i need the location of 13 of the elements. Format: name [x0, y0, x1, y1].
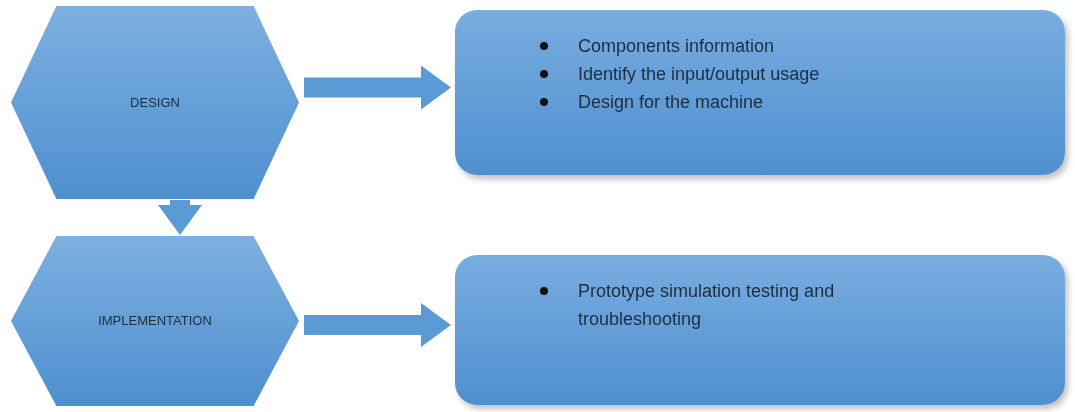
bullet-text: Design for the machine: [578, 91, 764, 114]
block-arrow: [158, 200, 202, 235]
info-panel: [455, 10, 1065, 175]
block-arrow: [304, 303, 451, 347]
bullet-text: Identify the input/output usage: [578, 63, 820, 86]
hexagon-shape: [10, 5, 300, 200]
bullet-text: Components information: [578, 35, 775, 58]
step-title: DESIGN: [130, 93, 180, 112]
bullet-text: Prototype simulation testing and troubleshooting: [578, 280, 836, 331]
hexagon-shape: [10, 235, 300, 407]
step-title: IMPLEMENTATION: [98, 312, 212, 331]
info-panel: [455, 255, 1065, 405]
block-arrow: [304, 65, 451, 110]
